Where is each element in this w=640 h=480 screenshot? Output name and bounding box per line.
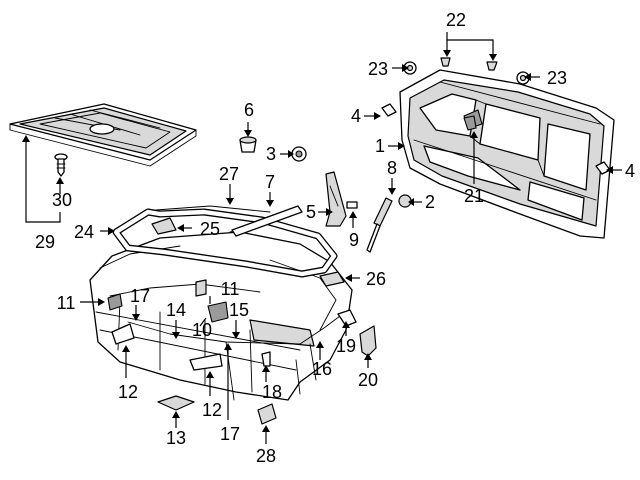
- callout-18: 18: [262, 382, 282, 402]
- callout-17-top: 17: [130, 286, 150, 306]
- clip-11-left: [107, 293, 123, 311]
- callout-29: 29: [35, 232, 55, 252]
- lift-support-strut-8: [366, 197, 393, 253]
- callout-23-left: 23: [368, 59, 388, 79]
- clip-11-right: [195, 279, 207, 297]
- callout-25: 25: [200, 219, 220, 239]
- callout-12-left: 12: [118, 382, 138, 402]
- callout-21: 21: [464, 186, 484, 206]
- callout-27: 27: [219, 164, 239, 184]
- bracket-12-right: [189, 353, 223, 371]
- callout-3: 3: [266, 144, 276, 164]
- clip-22-right: [486, 61, 498, 71]
- callout-11-left: 11: [57, 293, 76, 313]
- bumper-4-left: [381, 103, 397, 117]
- hood-bumper-23-left: [403, 61, 417, 75]
- callout-19: 19: [336, 336, 356, 356]
- callout-14: 14: [166, 300, 186, 320]
- callout-7: 7: [265, 172, 275, 192]
- callout-12-right: 12: [202, 400, 222, 420]
- callout-13: 13: [166, 428, 186, 448]
- grommet-3: [291, 146, 307, 162]
- callout-6: 6: [244, 100, 254, 120]
- bracket-26: [319, 271, 345, 287]
- callout-10: 10: [192, 320, 212, 340]
- hood-latch-10: [207, 301, 229, 323]
- bracket-28: [257, 403, 277, 425]
- plug-2: [398, 194, 412, 208]
- callout-28: 28: [256, 446, 276, 466]
- callout-5: 5: [306, 202, 316, 222]
- callout-9: 9: [349, 230, 359, 250]
- callout-4-right: 4: [625, 161, 635, 181]
- bracket-25: [151, 217, 177, 235]
- bracket-12-left: [111, 323, 135, 345]
- seal-27: [155, 205, 303, 237]
- bolt-6: [239, 136, 257, 153]
- bolt-9: [346, 201, 358, 209]
- hood-panel: [399, 69, 615, 239]
- callout-20: 20: [358, 370, 378, 390]
- callout-4-left: 4: [351, 106, 361, 126]
- callout-30: 30: [52, 190, 72, 210]
- callout-23-right: 23: [547, 68, 567, 88]
- callout-labels: 22 23 23 4 4 1 2 3 6 8 21 5 9 7 27 24 25…: [35, 10, 635, 466]
- hood-hinge-5: [325, 171, 347, 227]
- clip-18: [261, 351, 271, 367]
- release-cable-16: [127, 315, 341, 401]
- callout-11-right: 11: [221, 279, 240, 299]
- callout-26: 26: [366, 269, 386, 289]
- hood-seal-24: [112, 208, 338, 278]
- callout-15: 15: [229, 300, 249, 320]
- callout-16: 16: [312, 359, 332, 379]
- shield-13: [157, 395, 195, 411]
- retainer-clip-30: [54, 153, 68, 177]
- leader-lines: [22, 32, 622, 444]
- release-handle-20: [359, 325, 377, 357]
- callout-24: 24: [74, 222, 94, 242]
- callout-1: 1: [375, 136, 385, 156]
- callout-8: 8: [387, 158, 397, 178]
- clip-22-left: [440, 57, 451, 67]
- hood-insulator-panel: [9, 103, 197, 167]
- callout-2: 2: [425, 192, 435, 212]
- bracket-19: [337, 309, 357, 327]
- callout-17-bottom: 17: [220, 424, 240, 444]
- latch-21: [463, 115, 477, 131]
- callout-22: 22: [446, 10, 466, 30]
